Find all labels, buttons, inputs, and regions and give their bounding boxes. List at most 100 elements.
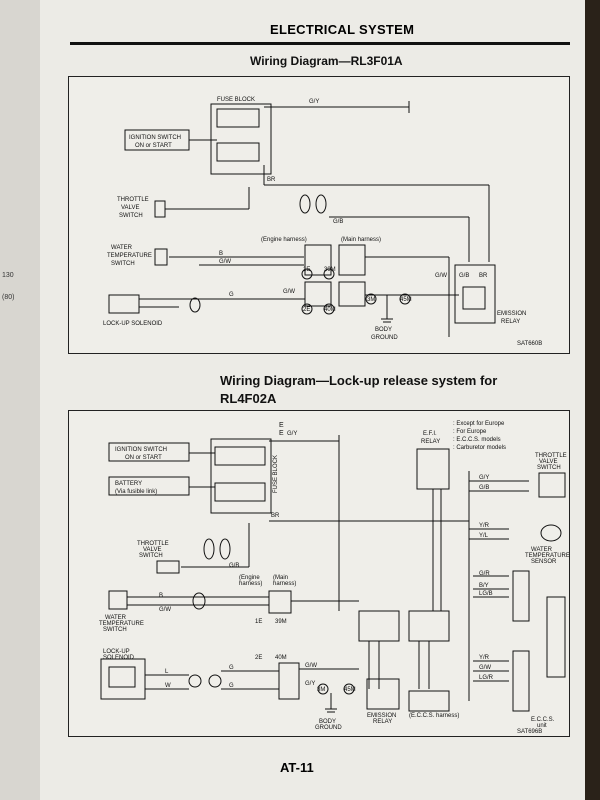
wire2-g-2: G	[229, 683, 234, 689]
ignition-switch-label-2: IGNITION SWITCH	[115, 447, 167, 453]
wire2-gy-b: G/Y	[479, 475, 489, 481]
diagram2-title-line1: Wiring Diagram—Lock-up release system fo…	[220, 373, 498, 388]
facing-page-number: 130	[2, 272, 14, 279]
wire-yr: Y/R	[479, 523, 490, 529]
connector-39m: 39M	[324, 267, 336, 273]
connector2-1e: 1E	[255, 619, 262, 625]
diagram2-frame: E E G/Y IGNITION SWITCH ON or START BATT…	[68, 410, 570, 737]
legend-item-4: : Carburetor models	[453, 445, 506, 451]
ignition-on-label: ON or START	[135, 143, 172, 149]
switch-label-2: SWITCH	[537, 465, 561, 471]
lockup-label: LOCK-UP	[103, 649, 130, 655]
wire-lgr: LG/R	[479, 675, 494, 681]
temperature-label-3: TEMPERATURE	[99, 621, 144, 627]
wire-gy: G/Y	[309, 99, 319, 105]
connector-45m: 45M	[400, 297, 412, 303]
legend-item-3: : E.C.C.S. models	[453, 437, 501, 443]
valve-label-2: VALVE	[539, 459, 557, 465]
connector2-3m: 3M	[317, 687, 325, 693]
connector2-2e: 2E	[255, 655, 262, 661]
eccs-unit-label: unit	[537, 723, 547, 729]
ignition-switch-label: IGNITION SWITCH	[129, 135, 181, 141]
eccs-harness-label: (E.C.C.S. harness)	[409, 713, 459, 719]
wire-gw-3: G/W	[435, 273, 447, 279]
valve-label: VALVE	[121, 205, 139, 211]
wire2-gb-2: G/B	[229, 563, 239, 569]
main-harness-sub: harness)	[273, 581, 296, 587]
valve-label-3: VALVE	[143, 547, 161, 553]
legend: : Except for Europe : For Europe : E.C.C…	[453, 421, 506, 451]
legend-item-1: : Except for Europe	[453, 421, 505, 427]
wire2-gy: G/Y	[287, 431, 297, 437]
page-header: ELECTRICAL SYSTEM	[70, 22, 570, 45]
wire2-gw-3: G/W	[305, 663, 317, 669]
wire-gr: G/R	[479, 571, 490, 577]
wire2-gb: G/B	[479, 485, 489, 491]
wire-br-2: BR	[479, 273, 488, 279]
wire-br: BR	[267, 177, 276, 183]
throttle-label: THROTTLE	[117, 197, 149, 203]
svg-text:E: E	[279, 422, 284, 429]
relay-label: RELAY	[501, 319, 520, 325]
ignition-on-label-2: ON or START	[125, 455, 162, 461]
sensor-label: SENSOR	[531, 559, 557, 565]
diagram1-title: Wiring Diagram—RL3F01A	[250, 54, 403, 68]
battery-sub-label: (Via fusible link)	[115, 489, 157, 495]
water-label: WATER	[111, 245, 133, 251]
facing-page-number-2: (80)	[2, 294, 15, 301]
body-label-2: BODY	[319, 719, 336, 725]
facing-page-edge: 130 (80)	[0, 0, 42, 800]
wire-gw: G/W	[219, 259, 231, 265]
engine-harness-sub: harness)	[239, 581, 262, 587]
main-harness-label-2: (Main	[273, 575, 288, 581]
battery-label: BATTERY	[115, 481, 142, 487]
water-label-2: WATER	[531, 547, 553, 553]
diagram2-title-line2: RL4F02A	[220, 391, 277, 406]
efi-label: E.F.I.	[423, 431, 437, 437]
page-number: AT-11	[280, 760, 314, 775]
diagram2-title: Wiring Diagram—Lock-up release system fo…	[220, 372, 497, 408]
ground-label: GROUND	[371, 335, 398, 341]
wire-lgb: LG/B	[479, 591, 493, 597]
switch-label-4: SWITCH	[103, 627, 127, 633]
lockup-solenoid-label: LOCK-UP SOLENOID	[103, 321, 163, 327]
wire2-g: G	[229, 665, 234, 671]
ground-label-2: GROUND	[315, 725, 342, 731]
efi-relay-label: RELAY	[421, 439, 440, 445]
connector-3m: 3M	[367, 297, 375, 303]
throttle-label-3: THROTTLE	[137, 541, 169, 547]
temperature-label-2: TEMPERATURE	[525, 553, 569, 559]
wire-l: L	[165, 669, 169, 675]
legend-item-2: : For Europe	[453, 429, 487, 435]
section-title: ELECTRICAL SYSTEM	[270, 22, 415, 37]
figure-ref-2: SAT696B	[517, 729, 542, 735]
wire2-gw: G/W	[479, 665, 491, 671]
connector-2e: 2E	[303, 307, 310, 313]
throttle-label-2: THROTTLE	[535, 453, 567, 459]
main-harness-label: (Main harness)	[341, 237, 381, 243]
wire2-gw-2: G/W	[159, 607, 171, 613]
engine-harness-label: (Engine harness)	[261, 237, 307, 243]
connector-1e: 1E	[303, 267, 310, 273]
emission-label-2: EMISSION	[367, 713, 396, 719]
wire-gw-2: G/W	[283, 289, 295, 295]
engine-harness-label-2: (Engine	[239, 575, 260, 581]
emission-relay-label-2: RELAY	[373, 719, 392, 725]
fuse-block-label: FUSE BLOCK	[217, 97, 255, 103]
figure-ref-1: SAT660B	[517, 341, 542, 347]
svg-text:E: E	[279, 430, 284, 437]
binding-shadow	[585, 0, 600, 800]
wire-gb-2: G/B	[459, 273, 469, 279]
wire-yr-2: Y/R	[479, 655, 490, 661]
switch-label-3: SWITCH	[139, 553, 163, 559]
eccs-label: E.C.C.S.	[531, 717, 555, 723]
wire-b: B	[219, 251, 223, 257]
emission-label: EMISSION	[497, 311, 526, 317]
connector2-39m: 39M	[275, 619, 287, 625]
solenoid-label: SOLENOID	[103, 655, 135, 661]
body-label: BODY	[375, 327, 392, 333]
temperature-label: TEMPERATURE	[107, 253, 152, 259]
switch2-label: SWITCH	[111, 261, 135, 267]
connector-40m: 40M	[324, 307, 336, 313]
connector2-40m: 40M	[275, 655, 287, 661]
